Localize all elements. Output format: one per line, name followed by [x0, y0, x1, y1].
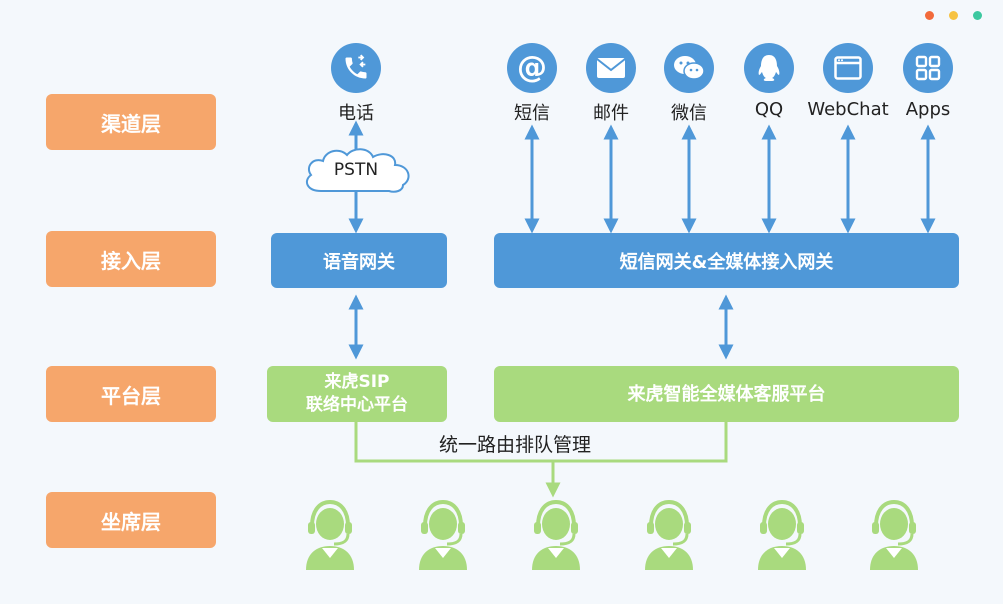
- layer-platform: 平台层: [46, 366, 216, 422]
- phone-icon: [331, 43, 381, 93]
- channel-label: 短信: [514, 103, 550, 124]
- channel-label: 电话: [338, 103, 374, 124]
- channel-apps: Apps: [896, 43, 960, 120]
- media-gateway-box: 短信网关&全媒体接入网关: [494, 233, 959, 288]
- qq-penguin-icon: [744, 43, 794, 93]
- window-dot-red[interactable]: [925, 11, 934, 20]
- mail-icon: [586, 43, 636, 93]
- agent-headset-icon: [528, 498, 584, 570]
- window-dot-green[interactable]: [973, 11, 982, 20]
- channel-mail: 邮件: [579, 43, 643, 125]
- channel-label: Apps: [905, 99, 951, 120]
- channel-webchat: WebChat: [806, 43, 890, 120]
- omni-platform-box: 来虎智能全媒体客服平台: [494, 366, 959, 422]
- sip-platform-box: 来虎SIP 联络中心平台: [267, 366, 447, 422]
- channel-wechat: 微信: [657, 43, 721, 125]
- wechat-icon: [664, 43, 714, 93]
- agent-headset-icon: [302, 498, 358, 570]
- channel-qq: QQ: [737, 43, 801, 120]
- layer-agent: 坐席层: [46, 492, 216, 548]
- channel-phone: 电话: [324, 43, 388, 125]
- apps-grid-icon: [903, 43, 953, 93]
- channel-sms: @ 短信: [500, 43, 564, 125]
- agent-headset-icon: [415, 498, 471, 570]
- routing-bracket: [354, 422, 728, 463]
- at-sign-icon: @: [507, 43, 557, 93]
- sip-platform-line1: 来虎SIP: [324, 372, 390, 392]
- channel-label: 微信: [671, 103, 707, 124]
- pstn-label: PSTN: [333, 160, 379, 180]
- agent-headset-icon: [754, 498, 810, 570]
- browser-window-icon: [823, 43, 873, 93]
- window-dot-yellow[interactable]: [949, 11, 958, 20]
- layer-channel: 渠道层: [46, 94, 216, 150]
- channel-label: 邮件: [593, 103, 629, 124]
- layer-access: 接入层: [46, 231, 216, 287]
- routing-label: 统一路由排队管理: [439, 434, 592, 456]
- sip-platform-line2: 联络中心平台: [306, 395, 408, 415]
- channel-label: QQ: [754, 99, 784, 120]
- channel-label: WebChat: [807, 99, 889, 120]
- agent-headset-icon: [641, 498, 697, 570]
- voice-gateway-box: 语音网关: [271, 233, 447, 288]
- agent-headset-icon: [866, 498, 922, 570]
- cloud-icon: [305, 148, 410, 193]
